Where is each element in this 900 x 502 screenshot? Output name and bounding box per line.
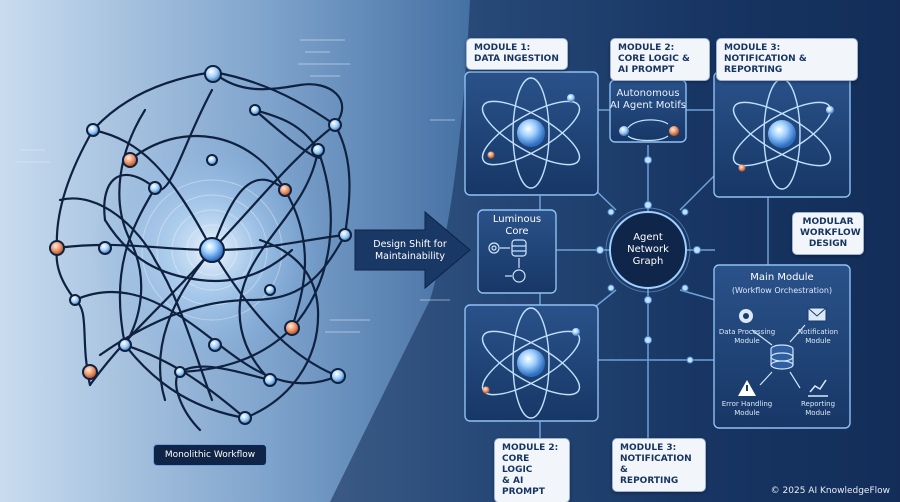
luminous-core-icons — [488, 239, 527, 283]
module-2-bottom-label: Module 2: Core Logic & AI Prompt — [494, 438, 570, 502]
data-lines — [15, 39, 455, 333]
module-1-label: Module 1: Data Ingestion — [466, 38, 568, 70]
module-3-bottom-label: Module 3: Notification & Reporting — [612, 438, 706, 492]
atom-core-1 — [517, 119, 545, 147]
notification-label: Notification Module — [797, 328, 839, 345]
modular-design-label: Modular Workflow Design — [792, 212, 864, 255]
atom-core-bottom — [517, 349, 545, 377]
atom-module-1 — [481, 77, 581, 189]
agent-graph-title: Agent Network Graph — [627, 232, 669, 267]
main-module-subtitle: (Workflow Orchestration) — [731, 286, 833, 295]
data-processing-label: Data Processing Module — [718, 328, 776, 345]
atom-module-bottom — [481, 307, 581, 419]
monolithic-workflow-label: Monolithic Workflow — [153, 444, 267, 466]
motif-diagram — [627, 119, 669, 142]
design-shift-arrow — [354, 210, 471, 290]
connector-dots — [596, 156, 701, 364]
chart-icon — [808, 379, 828, 397]
database-icon — [770, 344, 794, 370]
warning-icon — [738, 380, 756, 396]
main-module-title: Main Module — [750, 272, 814, 283]
atom-core-3 — [768, 120, 796, 148]
motifs-title: Autonomous AI Agent Motifs — [610, 88, 686, 111]
design-shift-label: Design Shift for Maintainability — [373, 239, 447, 262]
module-3-label: Module 3: Notification & Reporting — [716, 38, 858, 81]
gear-icon — [739, 309, 753, 323]
module-2-label: Module 2: Core Logic & AI Prompt — [610, 38, 710, 81]
copyright: © 2025 AI KnowledgeFlow — [770, 486, 890, 496]
main-module-links — [751, 324, 806, 389]
agent-graph-circle — [609, 211, 687, 289]
luminous-core-title: Luminous Core — [492, 214, 542, 237]
envelope-icon — [807, 307, 827, 322]
tangle-nodes — [49, 65, 352, 425]
error-handling-label: Error Handling Module — [721, 400, 773, 417]
reporting-label: Reporting Module — [800, 400, 836, 417]
